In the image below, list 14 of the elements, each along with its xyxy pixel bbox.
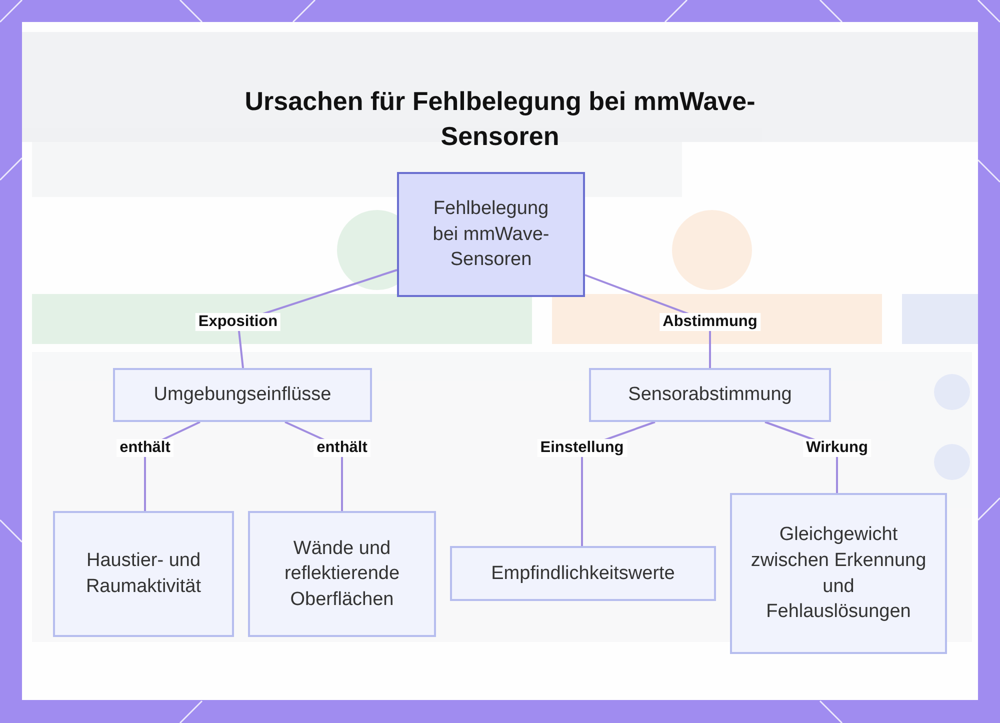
topic-box: Haustier- und Raumaktivität: [53, 511, 234, 637]
topic-box: Wände und reflektierende Oberflächen: [248, 511, 436, 637]
edge-label: enthält: [116, 439, 174, 457]
edge-label: Exposition: [195, 313, 281, 331]
edge-label: Wirkung: [803, 439, 871, 457]
topic-box: Umgebungseinflüsse: [113, 368, 372, 422]
topic-box: Empfindlichkeitswerte: [450, 546, 716, 601]
diagram-title: Ursachen für Fehlbelegung bei mmWave-Sensoren: [244, 85, 756, 154]
topic-box: Gleichgewicht zwischen Erkennung und Fehlauslösungen: [730, 493, 947, 654]
edge-label: enthält: [314, 439, 370, 457]
topic-box: Sensorabstimmung: [589, 368, 831, 422]
root-box: Fehlbelegung bei mmWave-Sensoren: [397, 172, 585, 297]
edge-label: Einstellung: [537, 439, 627, 457]
edge-label: Abstimmung: [660, 313, 760, 331]
